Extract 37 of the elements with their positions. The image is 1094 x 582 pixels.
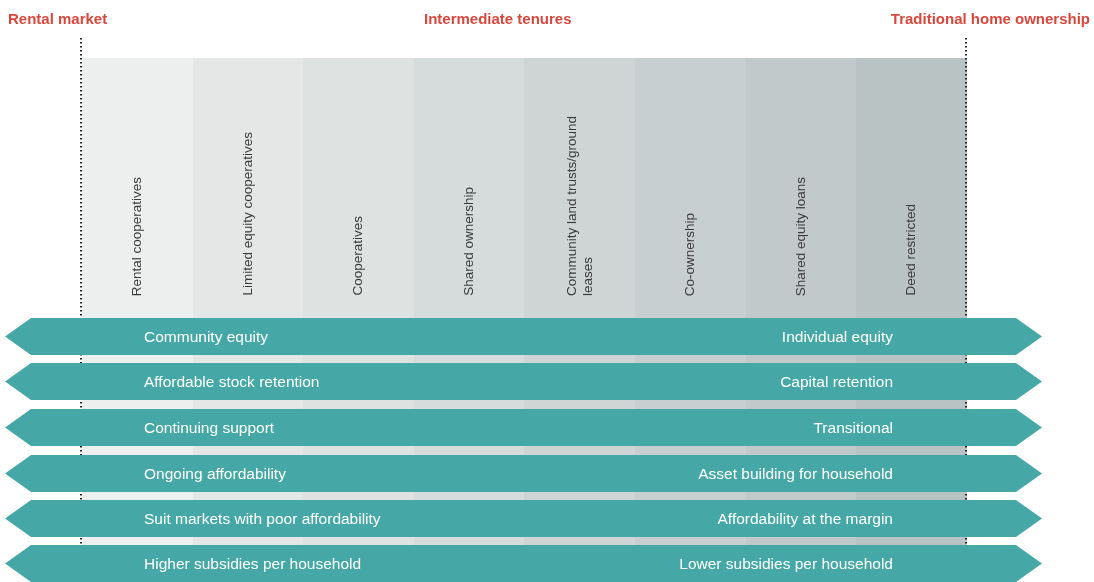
tenure-label: Co-ownership [682,212,699,296]
tenure-label: Limited equity cooperatives [239,132,256,296]
section-heading: Rental market [8,10,108,27]
double-arrow-banner [5,363,1042,400]
tenure-label: Shared ownership [461,187,478,296]
banner-text: Transitional [813,418,893,437]
tenure-column [856,58,967,318]
banner-text: Affordability at the margin [717,509,893,528]
banner-text: Higher subsidies per household [144,554,362,573]
banner-text: Lower subsidies per household [679,554,893,573]
tenure-column [413,58,525,318]
double-arrow-banner [5,409,1042,446]
section-heading: Traditional home ownership [890,10,1090,27]
banner-text: Capital retention [780,372,893,391]
tenure-label: Shared equity loans [792,176,809,296]
double-arrow-banner [5,455,1042,492]
tenure-label: Deed restricted [903,204,920,296]
tenure-label: Community land trusts/ground leases [563,114,596,296]
tenure-column [745,58,857,318]
banner-text: Affordable stock retention [144,372,320,391]
tenure-column [635,58,746,318]
tenure-label: Rental cooperatives [129,176,146,296]
tenure-column [303,58,414,318]
banner-text: Community equity [144,327,269,346]
banner-text: Continuing support [144,418,275,437]
tenure-column [82,58,193,318]
double-arrow-banner [5,318,1042,355]
banner-text: Individual equity [781,327,893,346]
double-arrow-banner [5,500,1042,537]
section-heading: Intermediate tenures [424,10,572,27]
tenure-label: Cooperatives [350,216,367,296]
banner-text: Ongoing affordability [144,464,286,483]
tenure-column [192,58,304,318]
banner-text: Suit markets with poor affordability [144,509,381,528]
double-arrow-banner [5,545,1042,582]
banner-text: Asset building for household [698,464,893,483]
tenure-column [524,58,635,318]
